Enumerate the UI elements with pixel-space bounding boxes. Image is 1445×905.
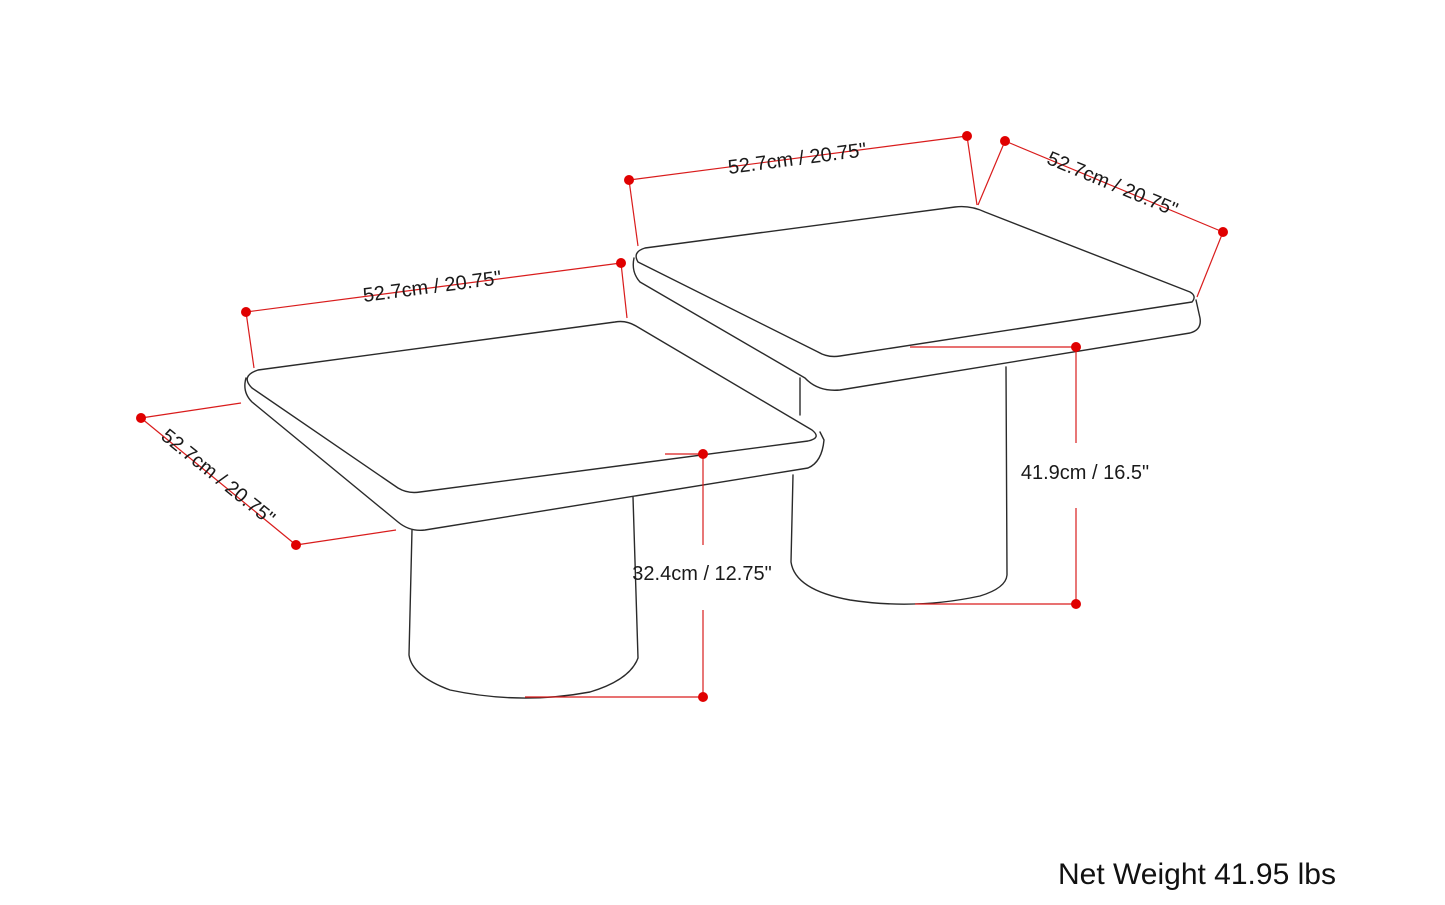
large-table-depth-label: 52.7cm / 20.75" [1044,148,1181,222]
small-table-height-label: 32.4cm / 12.75" [632,563,771,585]
dimension-endpoints [136,131,1228,702]
large-table-top [635,205,1195,358]
small-table-pedestal [408,496,639,699]
large-table-top-edge [632,257,1201,391]
small-table-depth-label: 52.7cm / 20.75" [157,425,279,530]
small-table-top [246,320,817,494]
large-table-height-label: 41.9cm / 16.5" [1021,462,1149,484]
large-table-pedestal [790,366,1008,605]
large-table-width-label: 52.7cm / 20.75" [727,139,868,179]
small-table [244,320,825,699]
small-table-width-label: 52.7cm / 20.75" [362,267,503,307]
dimension-lines [140,135,1224,698]
net-weight: Net Weight 41.95 lbs [1058,858,1336,891]
small-table-top-edge [244,377,825,532]
large-table [632,205,1201,605]
